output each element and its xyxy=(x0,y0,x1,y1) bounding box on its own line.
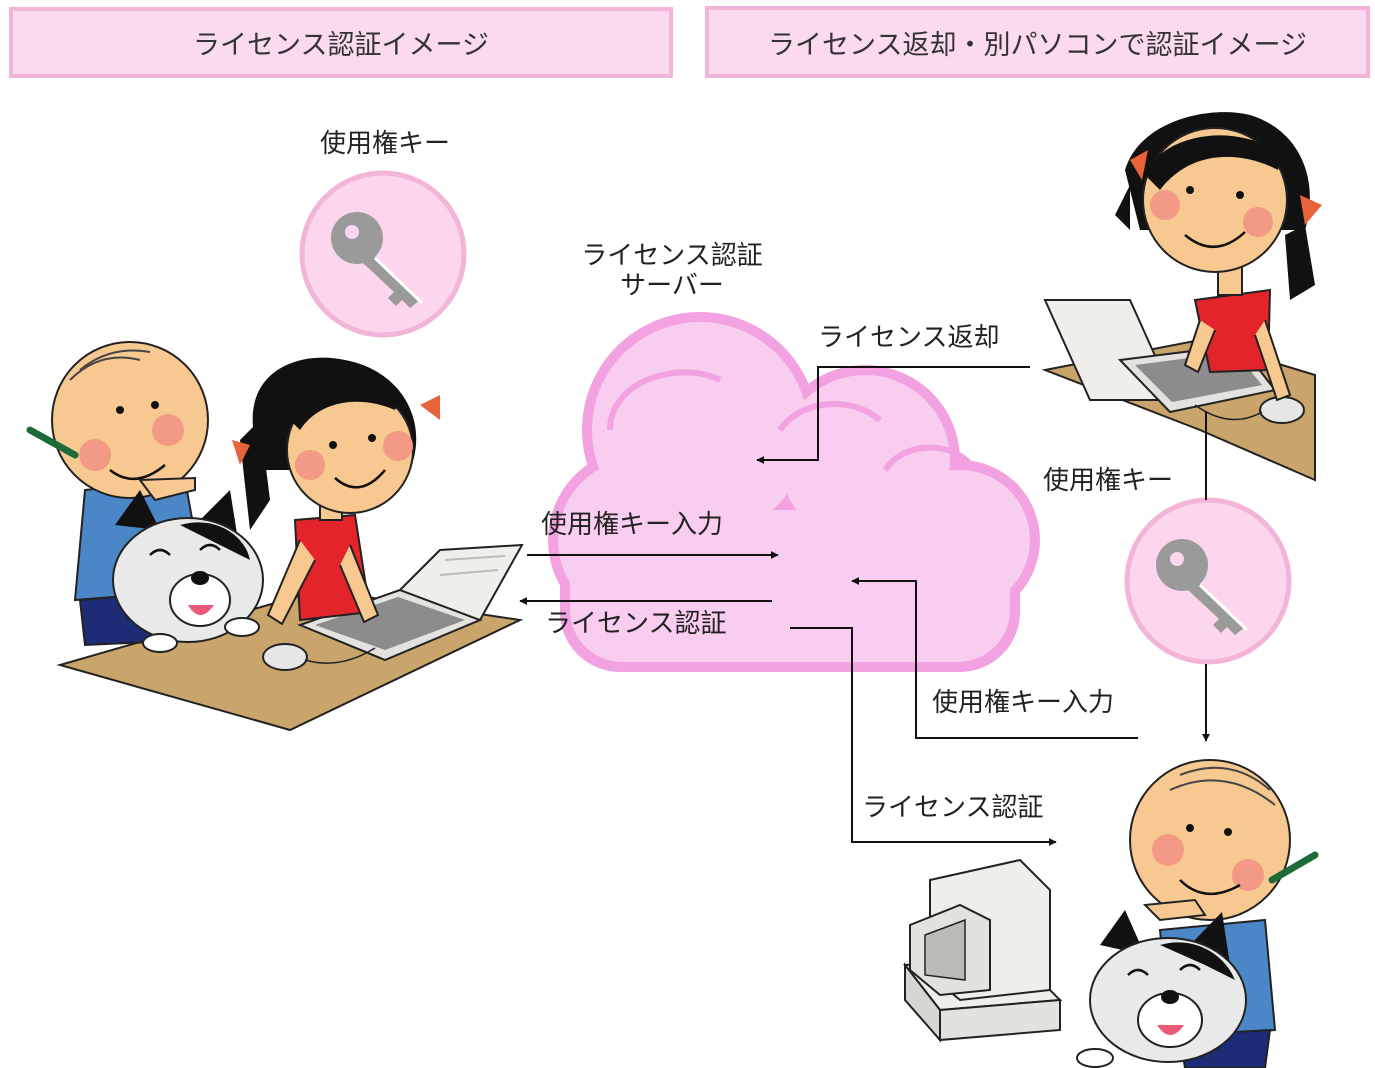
key-icon xyxy=(1124,497,1292,665)
server-label-line2: サーバー xyxy=(620,270,724,301)
server-label: ライセンス認証 サーバー xyxy=(562,241,782,302)
header-right-label: ライセンス返却・別パソコンで認証イメージ xyxy=(768,29,1307,61)
cat-illustration xyxy=(1076,910,1247,1068)
arrow-license-return xyxy=(756,366,1030,464)
key-icon xyxy=(299,170,467,338)
laptop-icon xyxy=(262,543,524,671)
cat-illustration xyxy=(112,490,264,653)
girl-illustration xyxy=(1115,112,1322,402)
right-key-input-label: 使用権キー入力 xyxy=(932,688,1115,718)
girl-illustration xyxy=(232,357,440,626)
server-label-line1: ライセンス認証 xyxy=(581,241,763,271)
right-return-label: ライセンス返却 xyxy=(818,323,1000,353)
header-license-return: ライセンス返却・別パソコンで認証イメージ xyxy=(705,6,1370,78)
left-key-label: 使用権キー xyxy=(320,129,451,159)
arrow-key-input-right xyxy=(851,577,1138,739)
cloud-server-icon xyxy=(548,312,1040,672)
header-license-auth: ライセンス認証イメージ xyxy=(9,7,673,78)
arrow-license-auth-right xyxy=(790,627,1057,846)
desktop-computer-icon xyxy=(903,858,1063,1043)
left-license-auth-label: ライセンス認証 xyxy=(545,609,727,639)
header-left-label: ライセンス認証イメージ xyxy=(193,30,489,61)
left-key-input-label: 使用権キー入力 xyxy=(541,510,724,540)
right-license-auth-label: ライセンス認証 xyxy=(862,793,1044,823)
right-key-label: 使用権キー xyxy=(1043,466,1174,496)
